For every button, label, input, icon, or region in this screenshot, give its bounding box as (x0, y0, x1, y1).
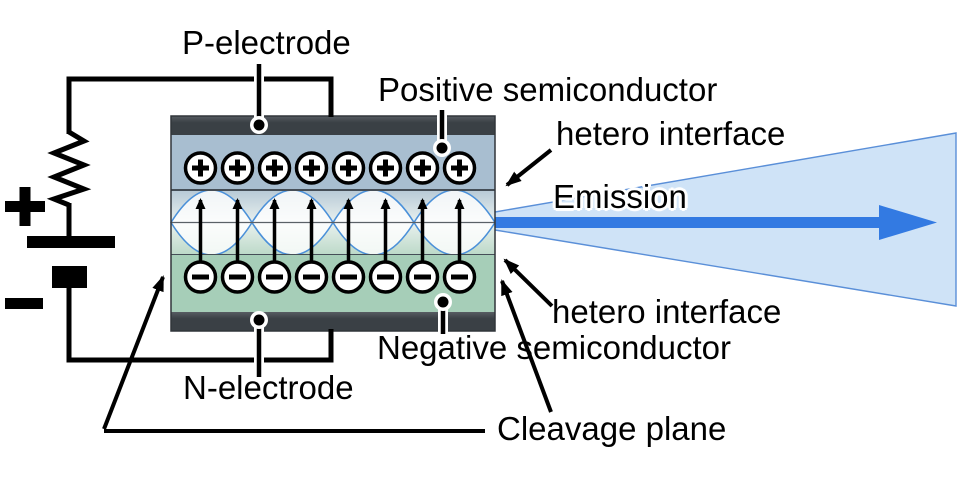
hetero-interface-top-arrow (505, 148, 553, 187)
carriers (183, 151, 477, 294)
resistor-icon (46, 129, 92, 208)
plus-carrier-glyph-icon (303, 159, 320, 177)
emission-label: Emission (553, 178, 687, 215)
cleavage-plane-label: Cleavage plane (497, 410, 727, 447)
negative-semiconductor-label: Negative semiconductor (377, 329, 732, 366)
positive-dot (436, 142, 448, 154)
drive-circuit (5, 76, 334, 363)
battery-positive-plate (27, 236, 115, 248)
plus-carrier-glyph-icon (414, 159, 431, 177)
annotations (102, 148, 554, 433)
hetero-interface-bottom-label: hetero interface (552, 293, 782, 330)
positive-semiconductor-label: Positive semiconductor (378, 71, 718, 108)
plus-carrier-glyph-icon (451, 159, 468, 177)
plus-carrier-glyph-icon (192, 159, 209, 177)
wire-bottom (66, 287, 334, 363)
n-electrode-dot (253, 314, 265, 326)
beam-cone-edge (494, 132, 957, 307)
negative-dot (437, 296, 449, 308)
plus-carrier-glyph-icon (340, 159, 357, 177)
hetero-interface-top-label: hetero interface (556, 115, 786, 152)
beam-arrow-shaft (495, 217, 881, 228)
p-electrode-label: P-electrode (182, 24, 351, 61)
leader-dots (250, 116, 452, 329)
cleavage-plane-left-arrow (102, 275, 165, 430)
battery-negative-plate (52, 266, 87, 288)
n-electrode-label: N-electrode (183, 369, 354, 406)
emission-beam (494, 132, 957, 307)
p-electrode-dot (253, 119, 265, 131)
plus-carrier-glyph-icon (229, 159, 246, 177)
cleavage-plane-right-arrow (500, 279, 553, 413)
label-leaders (250, 64, 452, 377)
hetero-interface-bottom-arrow (503, 258, 554, 308)
plus-carrier-glyph-icon (266, 159, 283, 177)
wire-top (66, 76, 334, 134)
laser-diode-chip (170, 115, 496, 332)
plus-carrier-glyph-icon (377, 159, 394, 177)
beam-arrow-head (879, 205, 937, 240)
battery-plus-sign (5, 187, 45, 226)
